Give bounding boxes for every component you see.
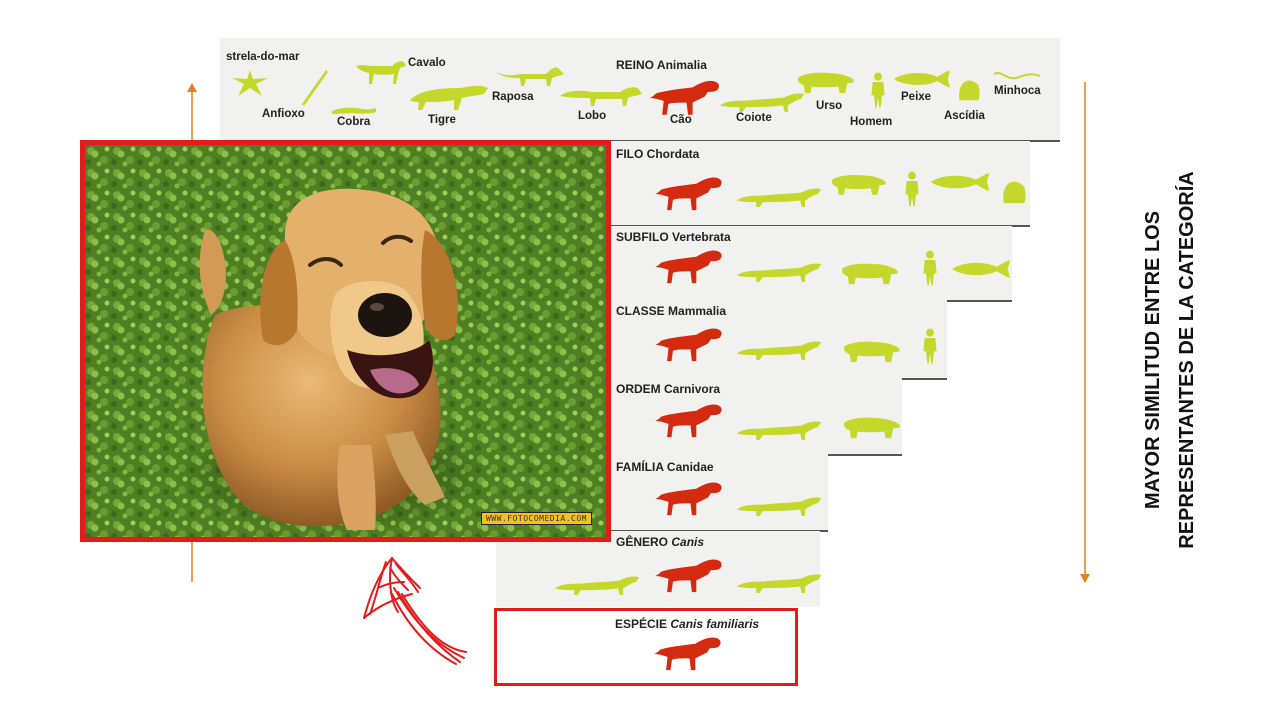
layer-kingdom: REINO Animalia strela-do-mar Anfioxo Cav… bbox=[220, 38, 1060, 142]
family-label: FAMÍLIA Canidae bbox=[616, 460, 714, 474]
caption-line-2: REPRESENTANTES DE LA CATEGORÍA bbox=[1176, 171, 1198, 549]
bear-silhouette-icon bbox=[831, 174, 886, 195]
phylum-label: FILO Chordata bbox=[616, 147, 700, 161]
bear-silhouette-icon bbox=[844, 417, 900, 439]
label-fish: Peixe bbox=[901, 91, 932, 103]
worm-silhouette-icon bbox=[993, 72, 1041, 80]
dog-silhouette-icon bbox=[655, 250, 722, 284]
golden-retriever-image bbox=[85, 145, 606, 537]
wolf-silhouette-icon bbox=[554, 576, 640, 595]
label-tiger: Tigre bbox=[428, 114, 456, 126]
label-starfish: strela-do-mar bbox=[226, 51, 300, 63]
bear-silhouette-icon bbox=[798, 72, 854, 94]
fox-silhouette-icon bbox=[496, 67, 564, 86]
tiger-silhouette-icon bbox=[410, 85, 488, 110]
amphioxus-silhouette-icon bbox=[302, 70, 328, 106]
label-bear: Urso bbox=[816, 100, 843, 112]
human-silhouette-icon bbox=[923, 328, 937, 364]
label-amphioxus: Anfioxo bbox=[262, 108, 305, 120]
layer-phylum: FILO Chordata bbox=[600, 141, 1030, 227]
kingdom-label: REINO Animalia bbox=[616, 58, 707, 72]
label-snake: Cobra bbox=[337, 116, 371, 128]
fish-silhouette-icon bbox=[952, 260, 1010, 278]
human-silhouette-icon bbox=[871, 72, 885, 108]
dog-photo: WWW.FOTOCOMEDIA.COM bbox=[80, 140, 611, 542]
label-coyote: Coiote bbox=[736, 112, 772, 124]
fish-silhouette-icon bbox=[930, 173, 990, 191]
coyote-silhouette-icon bbox=[720, 93, 804, 112]
layer-subphylum: SUBFILO Vertebrata bbox=[600, 226, 1012, 302]
dog-silhouette-icon bbox=[655, 177, 722, 211]
wolf-silhouette-icon bbox=[560, 87, 642, 106]
horse-silhouette-icon bbox=[356, 61, 406, 84]
layer-class: CLASSE Mammalia bbox=[600, 300, 947, 380]
label-fox: Raposa bbox=[492, 91, 534, 103]
coyote-silhouette-icon bbox=[736, 263, 822, 282]
label-human: Homem bbox=[850, 116, 893, 128]
species-label: ESPÉCIE Canis familiaris bbox=[615, 617, 760, 631]
dog-silhouette-icon bbox=[650, 80, 719, 115]
starfish-silhouette-icon bbox=[232, 70, 268, 96]
human-silhouette-icon bbox=[923, 250, 937, 286]
label-wolf: Lobo bbox=[578, 110, 607, 122]
fish-silhouette-icon bbox=[894, 70, 950, 88]
coyote-silhouette-icon bbox=[736, 421, 822, 440]
bear-silhouette-icon bbox=[844, 341, 900, 363]
class-label: CLASSE Mammalia bbox=[616, 304, 727, 318]
coyote-silhouette-icon bbox=[736, 188, 822, 207]
dog-silhouette-icon bbox=[655, 328, 722, 362]
subphylum-label: SUBFILO Vertebrata bbox=[616, 230, 731, 244]
species-highlight-box: ESPÉCIE Canis familiaris bbox=[494, 608, 798, 686]
ascidian-silhouette-icon bbox=[959, 80, 980, 101]
bear-silhouette-icon bbox=[842, 263, 898, 285]
right-down-arrow bbox=[1080, 82, 1090, 583]
coyote-silhouette-icon bbox=[736, 574, 822, 593]
ascidian-silhouette-icon bbox=[1003, 181, 1026, 204]
dog-silhouette-icon bbox=[655, 559, 722, 593]
label-ascidian: Ascídia bbox=[944, 110, 985, 122]
coyote-silhouette-icon bbox=[736, 341, 822, 360]
coyote-silhouette-icon bbox=[736, 497, 822, 516]
dog-silhouette-icon bbox=[655, 404, 722, 438]
layer-order: ORDEM Carnivora bbox=[600, 378, 902, 456]
dog-silhouette-icon bbox=[654, 637, 721, 671]
photo-watermark: WWW.FOTOCOMEDIA.COM bbox=[480, 512, 592, 525]
layer-genus: GÊNERO Canis bbox=[496, 531, 822, 607]
label-dog: Cão bbox=[670, 114, 692, 126]
label-horse: Cavalo bbox=[408, 57, 446, 69]
order-label: ORDEM Carnivora bbox=[616, 382, 721, 396]
dog-silhouette-icon bbox=[655, 482, 722, 516]
genus-label: GÊNERO Canis bbox=[616, 535, 705, 549]
label-worm: Minhoca bbox=[994, 85, 1041, 97]
similarity-caption: MAYOR SIMILITUD ENTRE LOS REPRESENTANTES… bbox=[1136, 171, 1204, 548]
human-silhouette-icon bbox=[905, 171, 919, 207]
layer-family: FAMÍLIA Canidae bbox=[600, 454, 828, 532]
caption-line-1: MAYOR SIMILITUD ENTRE LOS bbox=[1142, 210, 1164, 510]
snake-silhouette-icon bbox=[332, 107, 376, 114]
scribbled-arrow-icon bbox=[363, 557, 467, 665]
